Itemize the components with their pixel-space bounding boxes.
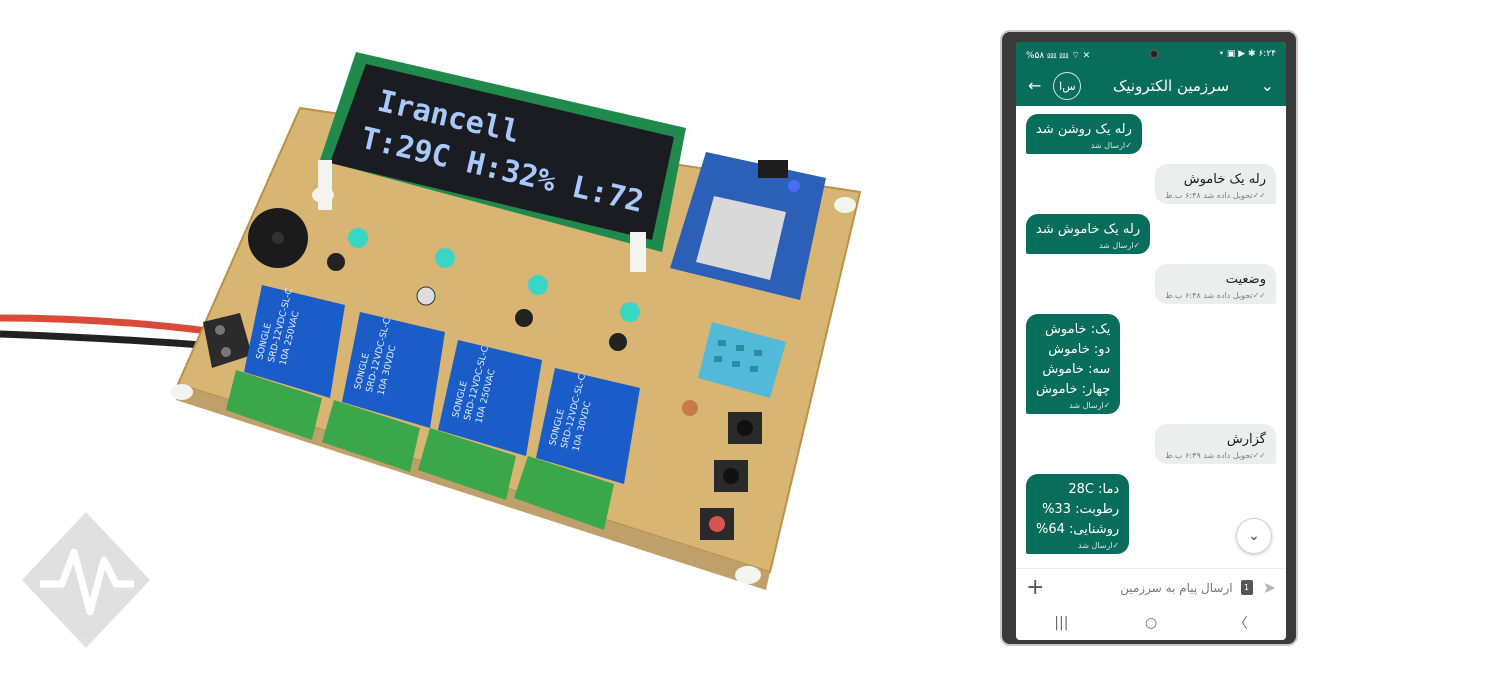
led bbox=[620, 302, 640, 322]
message-meta: ✓✓تحویل داده شد ۶:۴۸ ب.ظ bbox=[1165, 191, 1266, 200]
back-icon[interactable]: 〈 bbox=[1233, 616, 1248, 632]
message-text: دما: 28C رطوبت: 33% روشنایی: 64% bbox=[1036, 482, 1120, 537]
message-text: رله یک خاموش شد bbox=[1036, 222, 1141, 237]
chevron-down-icon[interactable]: ⌄ bbox=[1260, 76, 1274, 95]
message-text: وضعیت bbox=[1225, 272, 1266, 287]
standoff bbox=[171, 384, 193, 400]
status-led bbox=[788, 180, 800, 192]
message-received[interactable]: وضعیت ✓✓تحویل داده شد ۶:۴۸ ب.ظ bbox=[1155, 264, 1276, 304]
ldr bbox=[682, 400, 698, 416]
send-icon[interactable]: ➤ bbox=[1262, 578, 1276, 597]
red-wire bbox=[0, 314, 216, 336]
sim-holder bbox=[758, 160, 788, 178]
relay-3: SONGLE SRD-12VDC-SL-C 10A 250VAC bbox=[418, 340, 542, 500]
chevron-down-icon: ⌄ bbox=[1248, 528, 1260, 544]
scroll-down-button[interactable]: ⌄ bbox=[1236, 518, 1272, 554]
lcd-standoff bbox=[318, 160, 332, 210]
message-input[interactable] bbox=[1052, 580, 1233, 595]
watermark-logo bbox=[22, 512, 150, 648]
home-icon[interactable]: ○ bbox=[1144, 615, 1158, 631]
status-bar: %۵۸ ⅏ ⅏ ⌔ ✕ • ▣ ▶ ✱ ۶:۲۴ bbox=[1016, 42, 1286, 66]
message-meta: ✓ارسال شد bbox=[1090, 141, 1132, 150]
pcb-device-photo: Irancell T:29C H:32% L:72 bbox=[0, 52, 862, 648]
relay-4: SONGLE SRD-12VDC-SL-C 10A 30VDC bbox=[514, 368, 640, 530]
message-list[interactable]: رله یک روشن شد ✓ارسال شد رله یک خاموش ✓✓… bbox=[1016, 106, 1286, 568]
message-text: رله یک خاموش bbox=[1183, 172, 1266, 187]
relay-terminal bbox=[514, 456, 614, 530]
transistor bbox=[515, 309, 533, 327]
message-meta: ✓✓تحویل داده شد ۶:۴۸ ب.ظ bbox=[1165, 291, 1266, 300]
relay-terminal bbox=[418, 428, 516, 500]
gsm-module bbox=[670, 152, 826, 300]
message-meta: ✓ارسال شد bbox=[1078, 541, 1120, 550]
terminal-screw bbox=[221, 347, 231, 357]
chat-header: ← س‌ا سرزمین الکترونیک ⌄ bbox=[1016, 66, 1286, 106]
plus-icon[interactable]: + bbox=[1026, 575, 1045, 600]
led bbox=[528, 275, 548, 295]
dht11-sensor bbox=[698, 322, 786, 398]
system-nav-bar: ||| ○ 〈 bbox=[1016, 606, 1286, 640]
avatar[interactable]: س‌ا bbox=[1053, 72, 1082, 100]
message-text: رله یک روشن شد bbox=[1036, 122, 1132, 137]
black-wire bbox=[0, 330, 216, 350]
message-meta: ✓ارسال شد bbox=[1098, 241, 1141, 250]
message-composer: + 1 ➤ bbox=[1016, 568, 1286, 606]
camera-icon bbox=[1149, 49, 1160, 59]
message-meta: ✓ارسال شد bbox=[1069, 401, 1111, 410]
recents-icon[interactable]: ||| bbox=[1054, 615, 1069, 631]
lcd-standoff bbox=[630, 232, 646, 272]
message-meta: ✓✓تحویل داده شد ۶:۴۹ ب.ظ bbox=[1165, 451, 1266, 460]
standoff bbox=[735, 566, 761, 584]
power-terminal bbox=[203, 313, 252, 368]
led bbox=[348, 228, 368, 248]
message-sent[interactable]: رله یک روشن شد ✓ارسال شد bbox=[1026, 114, 1142, 154]
message-text: یک: خاموش دو: خاموش سه: خاموش چهار: خامو… bbox=[1036, 322, 1111, 397]
status-right: • ▣ ▶ ✱ ۶:۲۴ bbox=[1218, 49, 1276, 59]
transistor bbox=[609, 333, 627, 351]
sim800-chip bbox=[696, 196, 786, 280]
arrow-left-icon[interactable]: ← bbox=[1028, 76, 1042, 95]
sim-icon[interactable]: 1 bbox=[1240, 580, 1253, 595]
phone: %۵۸ ⅏ ⅏ ⌔ ✕ • ▣ ▶ ✱ ۶:۲۴ ← س‌ا سرزمین ال… bbox=[1000, 30, 1298, 646]
phone-screen: %۵۸ ⅏ ⅏ ⌔ ✕ • ▣ ▶ ✱ ۶:۲۴ ← س‌ا سرزمین ال… bbox=[1016, 42, 1286, 640]
chat-title[interactable]: سرزمین الکترونیک bbox=[1112, 77, 1230, 95]
message-received[interactable]: رله یک خاموش ✓✓تحویل داده شد ۶:۴۸ ب.ظ bbox=[1155, 164, 1276, 204]
status-left: %۵۸ ⅏ ⅏ ⌔ ✕ bbox=[1026, 50, 1091, 61]
terminal-screw bbox=[215, 325, 225, 335]
message-sent[interactable]: دما: 28C رطوبت: 33% روشنایی: 64% ✓ارسال … bbox=[1026, 474, 1130, 554]
standoff bbox=[834, 197, 856, 213]
transistor bbox=[327, 253, 345, 271]
lcd-screen bbox=[330, 64, 674, 240]
message-sent[interactable]: یک: خاموش دو: خاموش سه: خاموش چهار: خامو… bbox=[1026, 314, 1121, 414]
relay-1: SONGLE SRD-12VDC-SL-C 10A 250VAC bbox=[226, 285, 345, 440]
message-text: گزارش bbox=[1226, 432, 1266, 447]
message-sent[interactable]: رله یک خاموش شد ✓ارسال شد bbox=[1026, 214, 1151, 254]
relay-2: SONGLE SRD-12VDC-SL-C 10A 30VDC bbox=[322, 312, 445, 472]
transistor bbox=[416, 286, 436, 306]
message-received[interactable]: گزارش ✓✓تحویل داده شد ۶:۴۹ ب.ظ bbox=[1155, 424, 1276, 464]
relay-terminal bbox=[322, 400, 420, 472]
relay-terminal bbox=[226, 370, 322, 440]
led bbox=[435, 248, 455, 268]
